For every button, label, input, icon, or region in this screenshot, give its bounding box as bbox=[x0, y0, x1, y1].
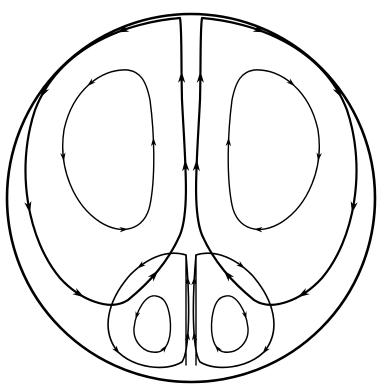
lower-right-cell-inner bbox=[212, 296, 249, 352]
flow-arrowhead-icon bbox=[133, 311, 140, 320]
right-outer-streamline bbox=[196, 18, 356, 305]
circular-boundary bbox=[7, 14, 375, 382]
flow-arrowhead-icon bbox=[242, 311, 249, 320]
flow-arrows bbox=[24, 25, 357, 356]
upper-left-vortex bbox=[63, 70, 154, 230]
lower-right-cell-outer bbox=[193, 253, 274, 367]
lower-left-cell-outer bbox=[108, 253, 189, 367]
upper-right-vortex bbox=[228, 70, 319, 230]
lower-left-cell-inner bbox=[134, 296, 171, 352]
left-outer-streamline bbox=[25, 18, 185, 305]
